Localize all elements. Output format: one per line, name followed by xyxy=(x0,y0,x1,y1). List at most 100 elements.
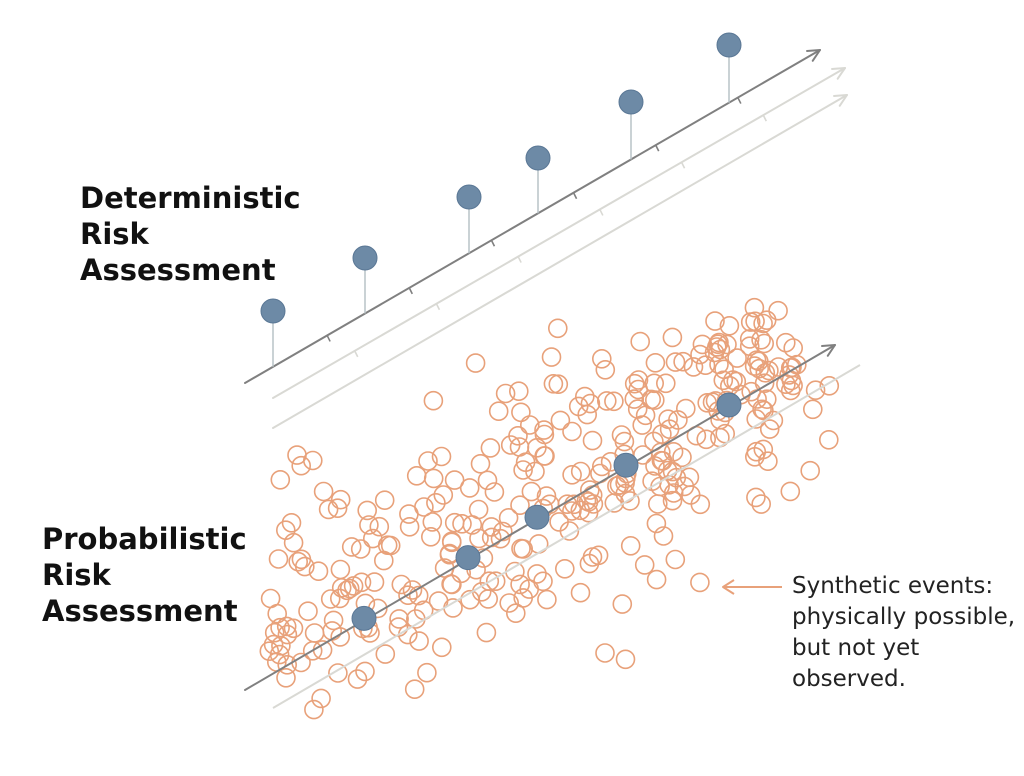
synthetic-event-marker xyxy=(611,425,632,445)
synthetic-event-marker xyxy=(739,336,760,357)
synthetic-event-marker xyxy=(347,669,368,689)
synthetic-event-marker xyxy=(709,354,729,375)
synthetic-event-marker xyxy=(480,438,501,458)
observed-event-marker xyxy=(716,32,742,58)
synthetic-event-marker xyxy=(609,475,630,495)
synthetic-event-marker xyxy=(510,574,530,595)
synthetic-event-marker xyxy=(595,643,615,663)
synthetic-event-marker xyxy=(484,482,505,502)
synthetic-event-marker xyxy=(328,663,348,683)
synthetic-event-marker xyxy=(264,622,285,643)
synthetic-event-marker xyxy=(281,512,302,533)
synthetic-event-marker xyxy=(646,513,667,534)
synthetic-event-marker xyxy=(330,559,351,580)
synthetic-event-marker xyxy=(550,410,571,431)
synthetic-event-marker xyxy=(527,564,547,584)
synthetic-event-marker xyxy=(417,662,437,683)
synthetic-event-marker xyxy=(313,481,334,502)
axis-tick xyxy=(408,287,414,295)
synthetic-event-marker xyxy=(630,331,651,352)
synthetic-event-marker xyxy=(389,609,409,629)
synthetic-event-marker xyxy=(627,399,648,419)
synthetic-event-marker xyxy=(465,353,486,373)
probabilistic-axis-secondary xyxy=(272,364,861,709)
observed-event-marker xyxy=(351,605,377,631)
synthetic-event-marker xyxy=(270,469,291,490)
synthetic-event-marker xyxy=(751,329,771,350)
synthetic-event-marker xyxy=(357,500,378,521)
axis-tick xyxy=(599,209,604,216)
synthetic-event-marker xyxy=(267,603,288,624)
synthetic-event-marker xyxy=(320,589,341,609)
synthetic-event-marker xyxy=(653,526,674,546)
synthetic-event-marker xyxy=(330,489,351,510)
synthetic-event-marker xyxy=(302,640,323,661)
synthetic-event-marker xyxy=(398,585,418,606)
synthetic-event-marker xyxy=(304,623,325,643)
synthetic-event-marker xyxy=(607,476,627,496)
deterministic-axis-tertiary-arrowhead xyxy=(833,94,848,107)
synthetic-event-marker xyxy=(665,352,686,372)
synthetic-event-marker xyxy=(481,517,502,537)
synthetic-event-marker xyxy=(655,373,676,394)
synthetic-event-marker xyxy=(692,334,713,355)
synthetic-event-marker xyxy=(537,589,557,610)
axis-tick xyxy=(517,256,522,263)
synthetic-event-marker xyxy=(283,532,304,553)
synthetic-event-marker xyxy=(683,357,704,377)
annotation-line: Synthetic events: xyxy=(792,573,994,599)
synthetic-event-marker xyxy=(359,515,379,535)
axis-tick xyxy=(737,97,742,104)
synthetic-event-marker xyxy=(323,610,344,631)
synthetic-event-marker xyxy=(327,498,348,519)
synthetic-event-marker xyxy=(713,370,734,391)
synthetic-event-marker xyxy=(399,504,419,524)
synthetic-event-marker xyxy=(426,492,446,513)
synthetic-event-marker xyxy=(800,460,821,481)
observed-event-marker xyxy=(352,245,378,271)
synthetic-event-marker xyxy=(318,499,339,520)
axis-tick xyxy=(490,239,496,247)
synthetic-event-marker xyxy=(508,381,529,402)
synthetic-event-marker xyxy=(431,446,452,467)
synthetic-event-marker xyxy=(746,441,767,462)
synthetic-event-marker xyxy=(819,375,840,396)
synthetic-event-marker xyxy=(452,513,472,534)
synthetic-event-marker xyxy=(276,616,297,637)
synthetic-event-cloud xyxy=(259,297,840,720)
synthetic-event-marker xyxy=(741,381,762,402)
synthetic-event-marker xyxy=(420,526,441,547)
synthetic-events-annotation: Synthetic events: physically possible, b… xyxy=(792,571,1015,695)
synthetic-event-marker xyxy=(302,450,323,471)
synthetic-event-marker xyxy=(477,470,498,491)
synthetic-event-marker xyxy=(406,465,427,486)
synthetic-event-marker xyxy=(632,415,653,435)
synthetic-event-marker xyxy=(283,618,304,639)
synthetic-event-marker xyxy=(460,589,480,610)
synthetic-event-marker xyxy=(624,373,645,394)
synthetic-event-marker xyxy=(492,521,513,542)
axis-tick xyxy=(654,144,660,152)
synthetic-event-marker xyxy=(521,481,542,502)
synthetic-event-marker xyxy=(505,603,526,624)
title-line: Risk xyxy=(42,558,111,592)
synthetic-event-marker xyxy=(641,389,662,410)
synthetic-event-marker xyxy=(441,531,462,552)
synthetic-event-marker xyxy=(591,348,612,369)
synthetic-event-marker xyxy=(442,574,462,595)
observed-event-marker xyxy=(455,545,481,571)
synthetic-event-marker xyxy=(364,572,385,592)
synthetic-event-marker xyxy=(391,574,412,595)
synthetic-event-marker xyxy=(270,617,290,638)
axis-tick xyxy=(572,192,578,200)
synthetic-event-marker xyxy=(657,460,678,481)
observed-event-marker xyxy=(618,89,644,115)
synthetic-event-marker xyxy=(665,549,686,570)
synthetic-event-marker xyxy=(476,622,497,643)
synthetic-event-marker xyxy=(541,347,562,367)
title-line: Probabilistic xyxy=(42,522,247,556)
observed-event-marker xyxy=(716,392,742,418)
synthetic-event-marker xyxy=(673,351,693,372)
synthetic-event-marker xyxy=(276,667,296,688)
axis-tick xyxy=(326,335,331,342)
